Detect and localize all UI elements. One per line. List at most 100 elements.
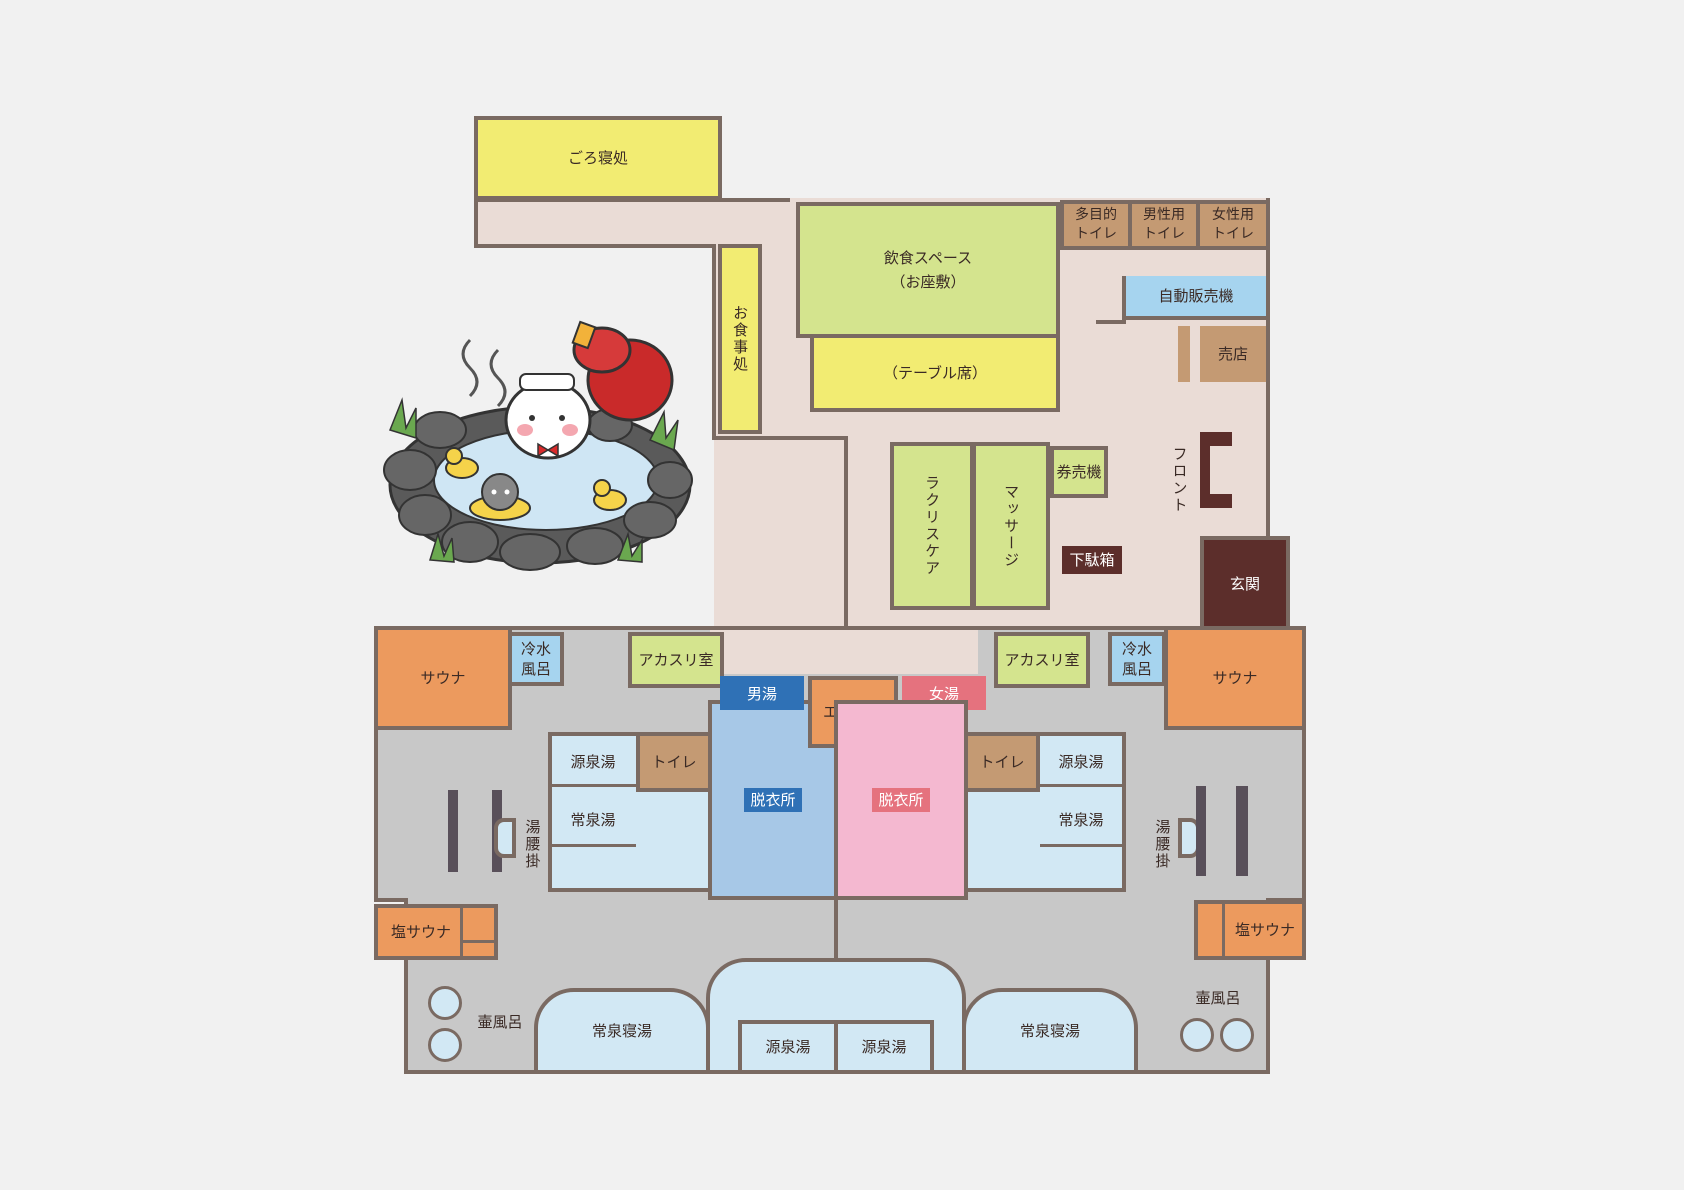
women-gensen-bottom[interactable]: 源泉湯	[834, 1020, 934, 1074]
room-massage-label: マッサージ	[1002, 483, 1021, 569]
women-jousen[interactable]: 常泉湯	[1058, 810, 1104, 829]
women-tsubo-label: 壷風呂	[1195, 988, 1241, 1007]
men-toilet-label: トイレ	[651, 752, 697, 771]
corridor-wall-left2	[844, 436, 848, 628]
room-massage[interactable]: マッサージ	[972, 442, 1050, 610]
women-tsubo-1[interactable]	[1180, 1018, 1214, 1052]
women-shower-bar1	[1196, 786, 1206, 876]
men-tsubo-2[interactable]	[428, 1028, 462, 1062]
men-gensen-bottom[interactable]: 源泉湯	[738, 1020, 838, 1074]
room-goro-label: ごろ寝処	[567, 148, 628, 167]
room-goro[interactable]: ごろ寝処	[474, 116, 722, 200]
women-akasuri[interactable]: アカスリ室	[994, 632, 1090, 688]
women-shower-bar2	[1236, 786, 1248, 876]
women-shio-label: 塩サウナ	[1234, 920, 1295, 939]
toilet-multi-label2: トイレ	[1075, 226, 1117, 242]
men-akasuri-label: アカスリ室	[638, 650, 714, 669]
men-koshikake-basin	[494, 818, 516, 858]
shop-counter	[1178, 326, 1190, 382]
women-dressing-room[interactable]: 脱衣所	[834, 700, 968, 900]
room-ticket[interactable]: 券売機	[1050, 446, 1108, 498]
women-dressing-label: 脱衣所	[872, 787, 930, 813]
women-cold-bath[interactable]: 冷水 風呂	[1108, 632, 1166, 686]
men-nebo-label: 常泉寝湯	[591, 1021, 652, 1040]
room-shoebox-label: 下駄箱	[1069, 550, 1115, 569]
room-toilet-multi[interactable]: 多目的 トイレ	[1060, 200, 1132, 250]
women-shio-sauna[interactable]: 塩サウナ	[1194, 900, 1306, 960]
men-shio-label: 塩サウナ	[390, 922, 451, 941]
vending-wall	[1096, 320, 1126, 324]
men-bath-line1	[552, 784, 636, 787]
women-sauna[interactable]: サウナ	[1164, 626, 1306, 730]
label-front: フロント	[1170, 446, 1189, 514]
women-toilet[interactable]: トイレ	[964, 732, 1040, 792]
room-toilet-women[interactable]: 女性用 トイレ	[1196, 200, 1270, 250]
room-shoebox[interactable]: 下駄箱	[1062, 546, 1122, 574]
women-bath-line2	[1040, 844, 1124, 847]
women-sauna-label: サウナ	[1212, 668, 1258, 687]
men-bath-line2	[552, 844, 636, 847]
room-raku[interactable]: ラクリスケア	[890, 442, 974, 610]
men-shower-bar1	[448, 790, 458, 872]
room-toilet-men[interactable]: 男性用 トイレ	[1128, 200, 1200, 250]
room-entrance-label: 玄関	[1229, 574, 1260, 593]
men-akasuri[interactable]: アカスリ室	[628, 632, 724, 688]
women-nebo-label: 常泉寝湯	[1019, 1021, 1080, 1040]
women-gensen-bottom-label: 源泉湯	[861, 1037, 907, 1056]
corridor-wall-left-top	[474, 196, 478, 248]
toilet-men-label2: トイレ	[1143, 226, 1185, 242]
men-cold-label2: 風呂	[520, 660, 551, 678]
men-tsubo-label: 壷風呂	[477, 1012, 523, 1031]
men-dressing-label: 脱衣所	[744, 787, 802, 813]
women-toilet-label: トイレ	[979, 752, 1025, 771]
room-table[interactable]: （テーブル席）	[810, 334, 1060, 412]
men-sauna[interactable]: サウナ	[374, 626, 512, 730]
room-vending[interactable]: 自動販売機	[1122, 276, 1266, 320]
room-oshokuji-label: お食事処	[731, 305, 750, 373]
women-nebo[interactable]: 常泉寝湯	[962, 988, 1138, 1074]
room-shop-label: 売店	[1217, 344, 1248, 363]
room-table-label: （テーブル席）	[882, 363, 988, 382]
toilet-multi-label1: 多目的	[1075, 207, 1117, 224]
women-tsubo-2[interactable]	[1220, 1018, 1254, 1052]
room-oshokuji[interactable]: お食事処	[718, 244, 762, 434]
toilet-women-label2: トイレ	[1212, 226, 1254, 242]
men-gensen-bottom-label: 源泉湯	[765, 1037, 811, 1056]
front-counter[interactable]	[1200, 432, 1232, 508]
room-entrance[interactable]: 玄関	[1200, 536, 1290, 628]
men-toilet[interactable]: トイレ	[636, 732, 712, 792]
bath-corridor	[710, 630, 978, 674]
men-shio-sauna[interactable]: 塩サウナ	[374, 904, 498, 960]
men-cold-label1: 冷水	[520, 639, 551, 658]
room-inshoku[interactable]: 飲食スペース （お座敷）	[796, 202, 1060, 338]
men-jousen[interactable]: 常泉湯	[570, 810, 616, 829]
women-akasuri-label: アカスリ室	[1004, 650, 1080, 669]
room-shop[interactable]: 売店	[1200, 326, 1266, 382]
corridor-wall-left	[712, 244, 716, 440]
room-vending-label: 自動販売機	[1158, 286, 1234, 305]
women-koshikake[interactable]: 湯腰掛	[1153, 818, 1172, 870]
men-gensen[interactable]: 源泉湯	[570, 752, 616, 771]
room-inshoku-sub: （お座敷）	[890, 273, 966, 291]
room-inshoku-label: 飲食スペース	[883, 248, 973, 267]
onsen-illustration	[383, 320, 693, 571]
men-shio-divider	[460, 904, 463, 960]
women-cold-label1: 冷水	[1121, 639, 1152, 658]
men-nebo[interactable]: 常泉寝湯	[534, 988, 710, 1074]
men-koshikake[interactable]: 湯腰掛	[523, 818, 542, 870]
men-shio-divider2	[460, 940, 498, 943]
room-raku-label: ラクリスケア	[923, 475, 942, 577]
men-cold-bath[interactable]: 冷水 風呂	[508, 632, 564, 686]
room-ticket-label: 券売機	[1056, 462, 1102, 481]
women-bath-line1	[1040, 784, 1124, 787]
men-sauna-label: サウナ	[420, 668, 466, 687]
toilet-men-label1: 男性用	[1143, 207, 1185, 224]
front-counter-inner	[1210, 446, 1232, 494]
corridor-wall-step	[712, 436, 848, 440]
men-tsubo-1[interactable]	[428, 986, 462, 1020]
toilet-women-label1: 女性用	[1212, 207, 1254, 224]
women-gensen[interactable]: 源泉湯	[1058, 752, 1104, 771]
men-bath-sign[interactable]: 男湯	[720, 676, 804, 710]
women-shio-divider	[1222, 900, 1225, 960]
